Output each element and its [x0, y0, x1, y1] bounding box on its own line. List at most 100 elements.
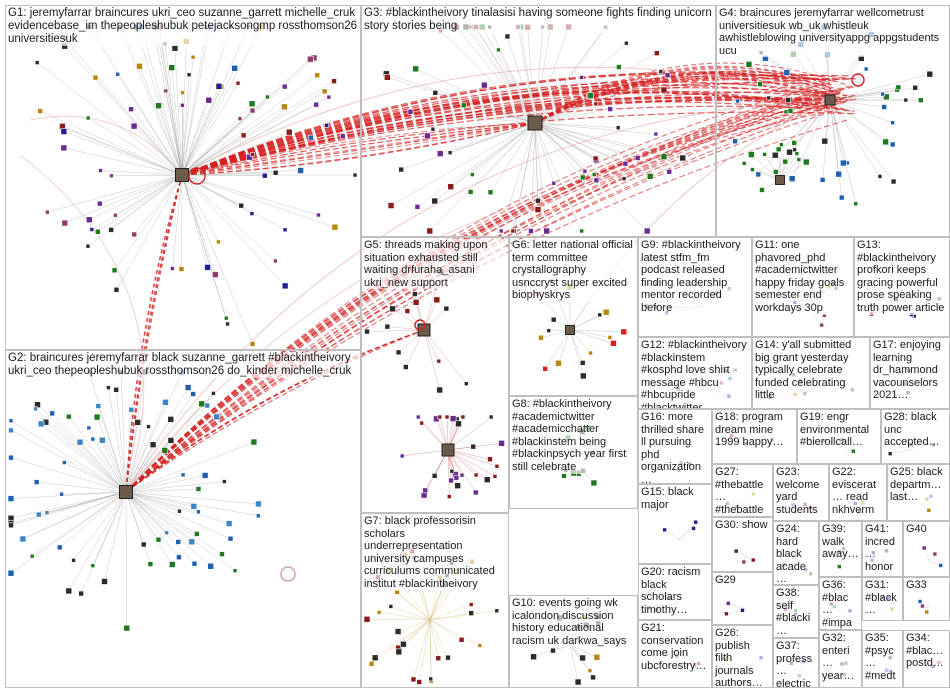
edge: [10, 457, 127, 493]
group-label: G3: #blackintheivory tinalasisi having s…: [364, 7, 713, 33]
node: [123, 624, 131, 632]
edge: [447, 416, 492, 451]
group-box-g20: G20: racism black scholars timothy…: [638, 564, 712, 620]
node: [472, 489, 479, 496]
group-label: G29: [715, 574, 770, 587]
edge: [125, 491, 231, 539]
node: [586, 92, 594, 99]
edge: [397, 619, 431, 632]
edge: [139, 66, 183, 176]
node: [616, 64, 622, 70]
node: [113, 286, 120, 293]
group-box-g6: G6: letter national official term commit…: [509, 237, 638, 396]
group-label: G4: braincures jeremyfarrar wellcometrus…: [719, 7, 947, 58]
node: [487, 189, 494, 196]
node: [543, 227, 550, 235]
node: [265, 94, 270, 100]
edge: [558, 329, 571, 364]
edge: [569, 329, 583, 364]
node: [430, 126, 436, 132]
node: [45, 209, 50, 215]
group-box-g38: G38: self #blacki…: [773, 585, 819, 638]
node: [453, 474, 460, 481]
edge: [181, 174, 335, 228]
node: [428, 676, 434, 682]
node: [85, 243, 91, 249]
node: [326, 94, 332, 100]
node: [364, 328, 370, 335]
edge: [125, 98, 859, 493]
node: [108, 227, 114, 233]
group-box-g5: G5: threads making upon situation exhaus…: [361, 237, 509, 513]
node: [89, 227, 95, 232]
node: [733, 548, 739, 554]
node: [175, 539, 182, 545]
edge: [181, 174, 227, 319]
node: [436, 386, 443, 394]
node: [732, 138, 738, 145]
edge: [64, 46, 183, 176]
node: [455, 420, 462, 428]
edge: [386, 73, 536, 124]
node: [917, 599, 923, 604]
node: [256, 513, 261, 519]
edge: [115, 389, 127, 493]
node: [168, 64, 176, 71]
group-label: G25: black departm… last…: [890, 466, 947, 504]
edge: [569, 329, 610, 338]
edge: [181, 26, 249, 176]
node: [920, 603, 925, 609]
node: [750, 557, 756, 563]
edge: [181, 73, 839, 176]
node: [579, 75, 584, 80]
edge: [120, 371, 127, 493]
edge: [172, 174, 183, 269]
node: [92, 74, 99, 81]
edge: [181, 80, 335, 176]
node: [155, 536, 162, 543]
group-label: G11: one phavored_phd #academictwitter h…: [755, 239, 851, 315]
node: [615, 125, 621, 131]
node: [147, 561, 154, 567]
group-label: G41: incred… honor…: [865, 523, 900, 576]
group-label: G28: black unc accepted…: [884, 411, 947, 449]
node: [249, 341, 256, 347]
node: [213, 413, 220, 421]
group-label: G10: events going wk icalondon discussio…: [512, 597, 635, 648]
node: [587, 668, 593, 673]
edge: [29, 115, 183, 176]
edge: [125, 85, 855, 493]
node: [775, 146, 782, 153]
edge: [125, 491, 211, 567]
group-label: G7: black professorisin scholars underre…: [364, 515, 506, 591]
node: [745, 61, 753, 68]
node: [389, 305, 396, 313]
node: [741, 161, 747, 166]
node: [459, 472, 465, 478]
node: [660, 153, 668, 161]
edge: [181, 41, 187, 176]
node: [314, 72, 321, 79]
node: [510, 228, 516, 234]
group-box-g28: G28: black unc accepted…: [881, 409, 950, 464]
node: [207, 562, 215, 570]
group-label: G22: eviscerat… read nkhverm…: [832, 466, 884, 520]
node: [62, 460, 67, 465]
edge: [534, 122, 665, 157]
node: [273, 258, 278, 264]
edge: [140, 26, 183, 176]
edge: [534, 62, 848, 124]
group-label: G40: [906, 523, 947, 536]
group-box-g29: G29: [712, 572, 773, 625]
node: [610, 340, 617, 347]
group-box-g15: G15: black major: [638, 484, 712, 564]
edge: [73, 491, 127, 561]
node: [444, 414, 450, 420]
edge: [37, 62, 183, 176]
self-loop: [280, 566, 296, 582]
node: [819, 176, 826, 183]
node: [363, 616, 371, 623]
node: [415, 414, 421, 420]
node: [395, 349, 402, 356]
edge: [125, 491, 128, 629]
